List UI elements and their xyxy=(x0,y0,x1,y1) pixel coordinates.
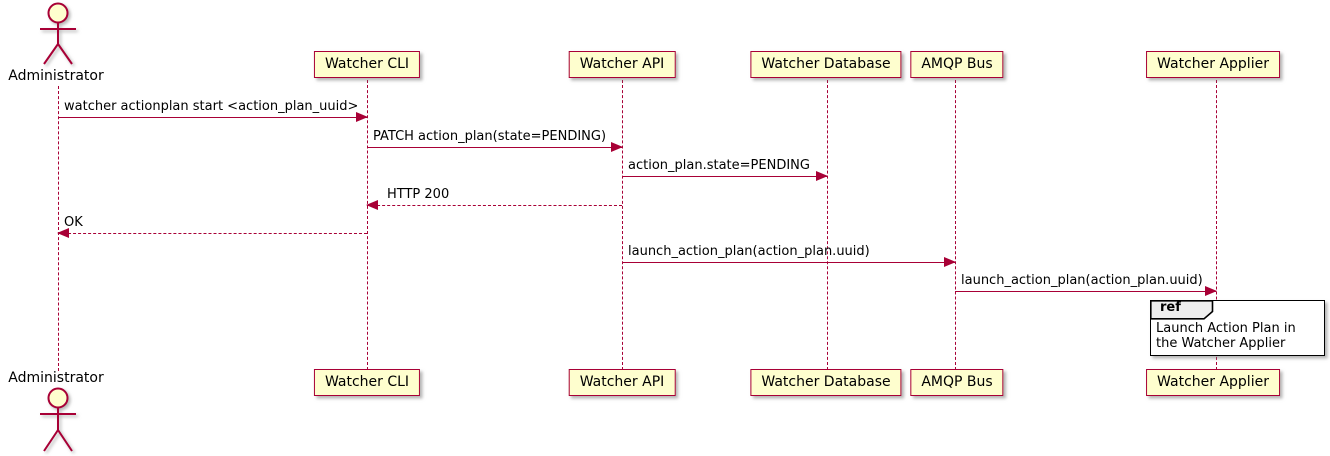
message-launch-action-plan-amqp: launch_action_plan(action_plan.uuid) xyxy=(622,244,956,268)
message-line xyxy=(57,228,367,239)
ref-keyword: ref xyxy=(1160,300,1181,315)
message-label: action_plan.state=PENDING xyxy=(628,158,810,173)
message-label: launch_action_plan(action_plan.uuid) xyxy=(961,273,1203,288)
participant-watcher-database-top: Watcher Database xyxy=(750,51,902,78)
participant-watcher-database-bottom: Watcher Database xyxy=(750,369,902,396)
message-launch-action-plan-applier: launch_action_plan(action_plan.uuid) xyxy=(955,273,1217,297)
message-line xyxy=(58,112,368,123)
arrow-left-icon xyxy=(57,228,69,239)
arrow-right-icon xyxy=(1205,286,1217,297)
lifeline-amqp-bus xyxy=(955,80,956,370)
participant-watcher-applier-bottom: Watcher Applier xyxy=(1146,369,1280,396)
participant-watcher-cli-bottom: Watcher CLI xyxy=(313,369,421,396)
actor-icon xyxy=(34,2,82,72)
message-ok: OK xyxy=(57,215,367,239)
message-line xyxy=(366,200,622,211)
lifeline-watcher-cli xyxy=(367,80,368,370)
message-patch-action-plan: PATCH action_plan(state=PENDING) xyxy=(367,129,623,153)
message-http-200: HTTP 200 xyxy=(366,187,622,211)
actor-label-bottom: Administrator xyxy=(8,370,104,386)
arrow-right-icon xyxy=(816,171,828,182)
message-label: launch_action_plan(action_plan.uuid) xyxy=(628,244,870,259)
participant-watcher-api-top: Watcher API xyxy=(568,51,676,78)
message-label: OK xyxy=(64,215,83,230)
ref-text: Launch Action Plan in the Watcher Applie… xyxy=(1156,321,1296,351)
message-line xyxy=(622,257,956,268)
message-start-actionplan: watcher actionplan start <action_plan_uu… xyxy=(58,99,368,123)
message-line xyxy=(955,286,1217,297)
participant-amqp-bus-bottom: AMQP Bus xyxy=(910,369,1004,396)
participant-watcher-cli-top: Watcher CLI xyxy=(313,51,421,78)
lifeline-watcher-applier xyxy=(1216,80,1217,370)
ref-fragment: ref Launch Action Plan in the Watcher Ap… xyxy=(1150,300,1325,356)
lifeline-watcher-api xyxy=(622,80,623,370)
arrow-right-icon xyxy=(611,142,623,153)
message-label: HTTP 200 xyxy=(387,187,450,202)
message-line xyxy=(367,142,623,153)
actor-label-top: Administrator xyxy=(8,68,104,84)
message-label: PATCH action_plan(state=PENDING) xyxy=(373,129,607,144)
ref-header-shape: ref xyxy=(1150,300,1214,324)
arrow-right-icon xyxy=(944,257,956,268)
arrow-right-icon xyxy=(356,112,368,123)
lifeline-watcher-database xyxy=(827,80,828,370)
participant-watcher-applier-top: Watcher Applier xyxy=(1146,51,1280,78)
message-state-pending: action_plan.state=PENDING xyxy=(622,158,828,182)
participant-amqp-bus-top: AMQP Bus xyxy=(910,51,1004,78)
message-label: watcher actionplan start <action_plan_uu… xyxy=(64,99,359,114)
message-line xyxy=(622,171,828,182)
participant-watcher-api-bottom: Watcher API xyxy=(568,369,676,396)
arrow-left-icon xyxy=(366,200,378,211)
actor-icon xyxy=(34,387,82,456)
